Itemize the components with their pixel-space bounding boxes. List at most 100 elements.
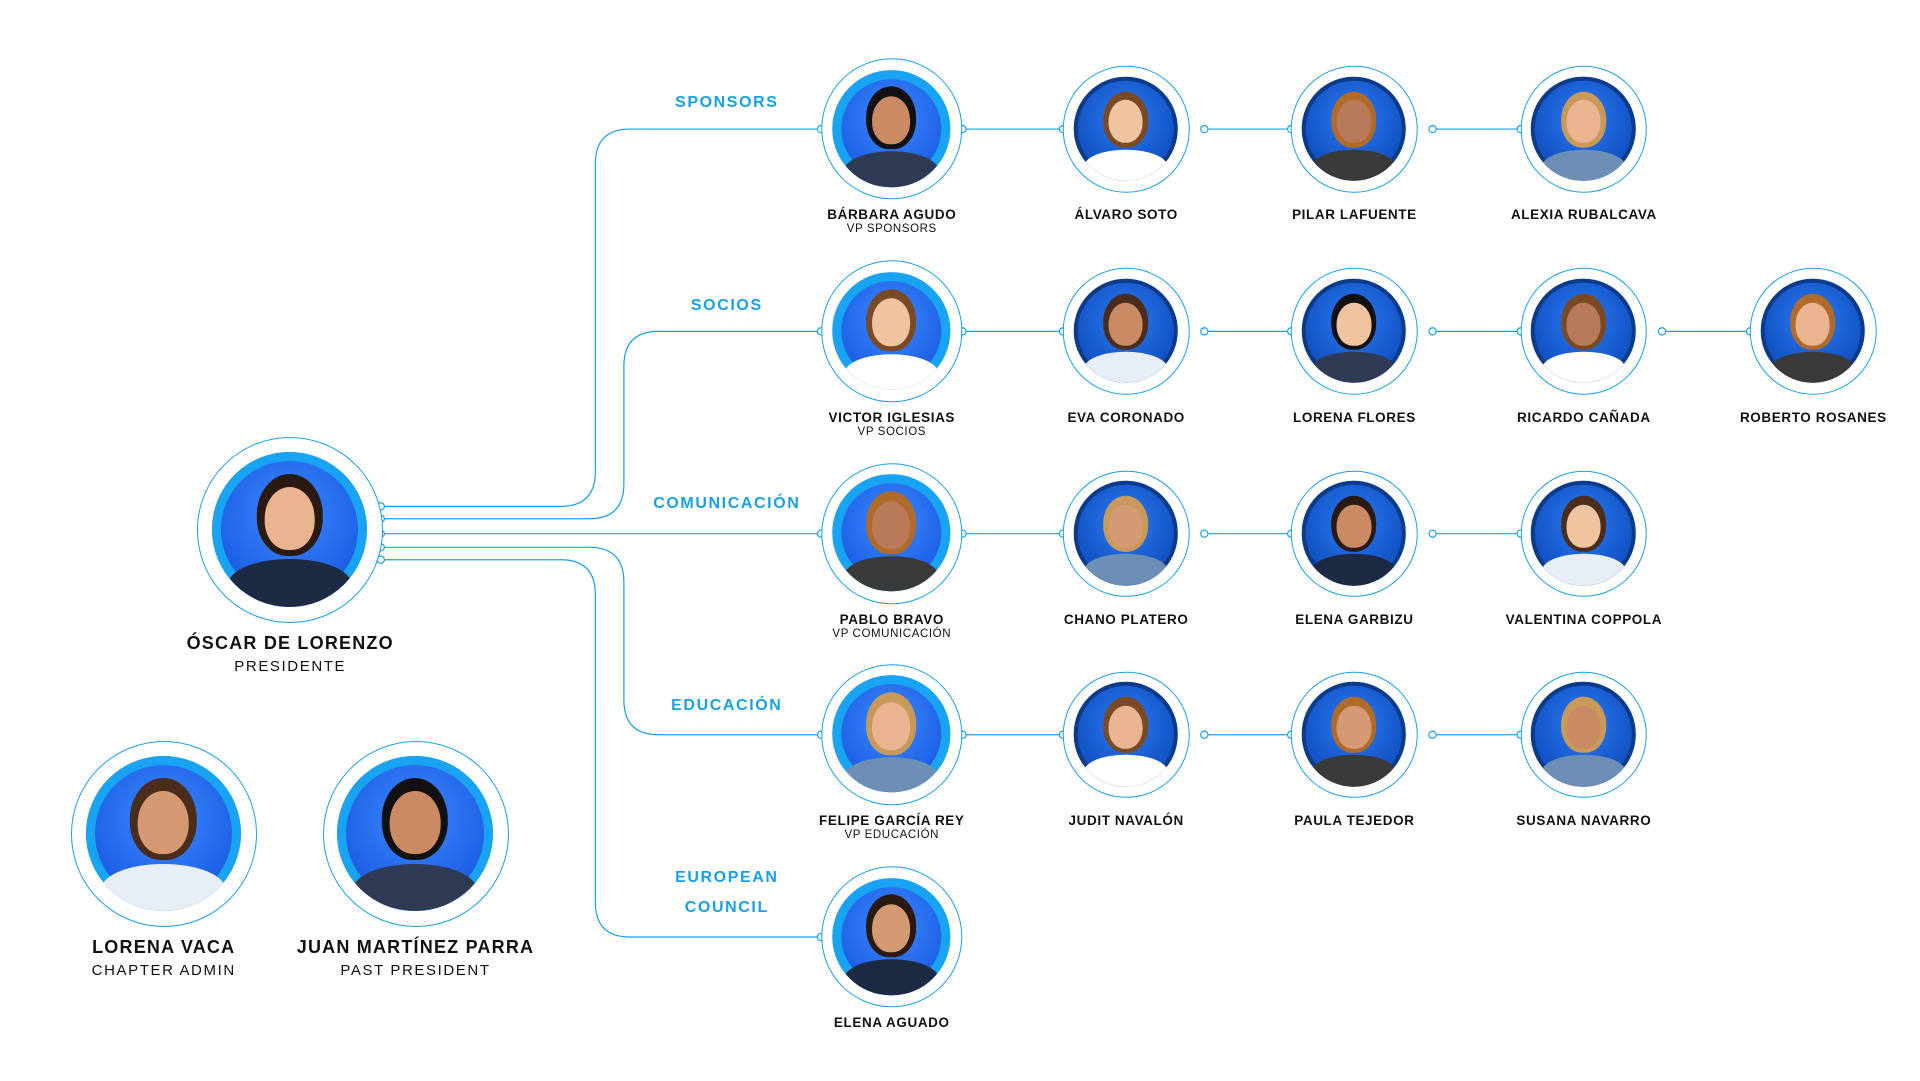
person-photo — [1073, 480, 1178, 586]
avatar-member — [1520, 470, 1648, 597]
member-name: ALEXIA RUBALCAVA — [1510, 207, 1657, 223]
branch-label: SOCIOS — [690, 296, 763, 314]
connector-dot — [1428, 124, 1437, 134]
shoulders — [844, 556, 939, 592]
avatar-branch-lead — [821, 866, 963, 1008]
face — [1566, 705, 1601, 749]
shoulders — [1311, 755, 1396, 787]
admin-role: PAST PRESIDENT — [340, 961, 491, 979]
avatar-member — [1062, 470, 1190, 597]
connector-line — [380, 330, 822, 520]
person-photo — [1301, 76, 1407, 181]
face — [1566, 504, 1601, 548]
avatar-branch-lead — [821, 260, 963, 403]
shoulders — [844, 757, 939, 793]
shoulders — [228, 559, 352, 607]
face — [872, 298, 911, 347]
lead-name: BÁRBARA AGUDO — [827, 207, 957, 223]
face — [137, 790, 189, 854]
member-name: VALENTINA COPPOLA — [1505, 611, 1663, 627]
person-photo — [832, 675, 950, 793]
avatar-member — [1062, 268, 1190, 395]
avatar-member — [1062, 65, 1190, 193]
person-photo — [1531, 76, 1636, 181]
member-name: EVA CORONADO — [1067, 409, 1185, 425]
shoulders — [1311, 351, 1396, 384]
shoulders — [1083, 351, 1168, 384]
shoulders — [1083, 554, 1168, 586]
face — [1108, 504, 1143, 548]
face — [1336, 504, 1372, 548]
shoulders — [1770, 351, 1855, 384]
connector-dot — [1657, 327, 1667, 336]
connector-dot — [1200, 327, 1209, 336]
shoulders — [1541, 554, 1626, 586]
connector-dot — [1428, 730, 1437, 739]
lead-role: VP SOCIOS — [857, 425, 927, 438]
shoulders — [1311, 149, 1396, 181]
avatar-member — [1520, 671, 1648, 798]
shoulders — [844, 959, 939, 996]
member-name: SUSANA NAVARRO — [1516, 812, 1652, 828]
shoulders — [353, 863, 477, 912]
member-name: PAULA TEJEDOR — [1294, 812, 1415, 828]
member-name: LORENA FLORES — [1293, 409, 1416, 425]
face — [1566, 302, 1601, 346]
avatar-member — [1520, 268, 1648, 395]
person-photo — [1073, 278, 1178, 384]
person-photo — [1073, 681, 1178, 787]
connector-line — [380, 546, 822, 736]
member-name: PILAR LAFUENTE — [1292, 207, 1417, 223]
shoulders — [1083, 149, 1168, 181]
avatar-branch-lead — [821, 664, 963, 806]
shoulders — [844, 151, 939, 188]
person-photo — [1760, 278, 1866, 384]
avatar-branch-lead — [821, 58, 963, 200]
president-role: PRESIDENTE — [234, 657, 347, 675]
face — [1566, 99, 1601, 143]
lead-name: ELENA AGUADO — [833, 1015, 950, 1031]
avatar-president — [197, 436, 384, 623]
shoulders — [1311, 554, 1396, 586]
lead-name: PABLO BRAVO — [839, 611, 944, 627]
face — [1108, 99, 1143, 143]
avatar-branch-lead — [821, 462, 963, 605]
connector-line — [380, 559, 822, 938]
face — [1336, 99, 1372, 143]
person-photo — [832, 272, 950, 390]
branch-label: SPONSORS — [675, 94, 779, 112]
member-name: CHANO PLATERO — [1063, 611, 1189, 627]
connector-line — [380, 128, 822, 507]
shoulders — [1083, 755, 1168, 787]
face — [1795, 302, 1831, 346]
branch-label: EDUCACIÓN — [671, 697, 783, 715]
face — [872, 501, 911, 550]
face — [1108, 302, 1143, 346]
avatar-member — [1291, 65, 1418, 193]
avatar-admin — [322, 741, 509, 928]
person-photo — [832, 69, 950, 188]
lead-role: VP SPONSORS — [846, 223, 937, 236]
face — [264, 486, 316, 550]
shoulders — [1541, 149, 1626, 181]
admin-role: CHAPTER ADMIN — [91, 961, 236, 979]
connector-dot — [1200, 730, 1209, 739]
member-name: ELENA GARBIZU — [1295, 611, 1414, 627]
branch-label: COUNCIL — [684, 898, 769, 916]
avatar-admin — [70, 741, 257, 928]
avatar-member — [1750, 268, 1877, 395]
president-name: ÓSCAR DE LORENZO — [186, 632, 394, 653]
face — [872, 96, 911, 145]
person-photo — [1531, 480, 1636, 586]
avatar-member — [1062, 671, 1190, 798]
connector-dot — [1428, 327, 1437, 336]
avatar-member — [1291, 470, 1418, 597]
person-photo — [212, 451, 368, 607]
lead-role: VP EDUCACIÓN — [844, 829, 940, 842]
lead-role: VP COMUNICACIÓN — [832, 627, 952, 640]
avatar-member — [1291, 671, 1418, 798]
connector-dot — [1200, 124, 1209, 134]
face — [1336, 705, 1372, 749]
person-photo — [1301, 480, 1407, 586]
person-photo — [337, 755, 493, 912]
